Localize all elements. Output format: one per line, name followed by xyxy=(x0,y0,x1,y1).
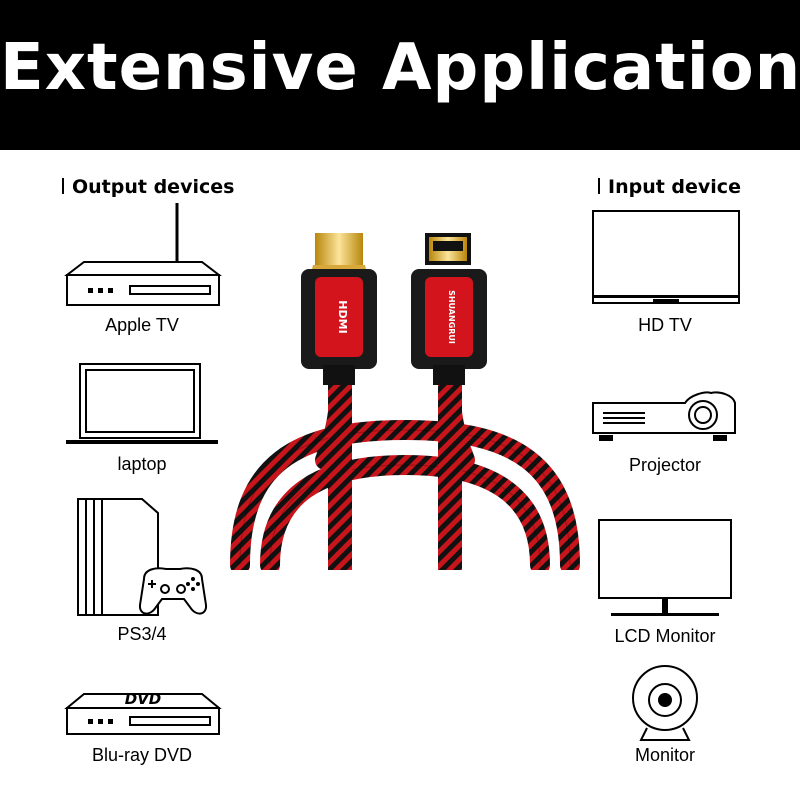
cable-loop-inner xyxy=(260,454,550,570)
dvd-player-icon: DVD xyxy=(64,690,222,735)
tv-icon xyxy=(592,210,740,304)
lcd-monitor-icon xyxy=(598,519,732,616)
webcam-icon xyxy=(632,665,698,741)
input-device-heading-text: Input device xyxy=(608,176,741,198)
device-ps: PS3/4 xyxy=(62,495,222,645)
device-label: Monitor xyxy=(634,745,696,765)
output-devices-heading: Output devices xyxy=(62,175,234,199)
device-label: HD TV xyxy=(638,315,692,335)
left-hdmi-connector: HDMI xyxy=(301,233,377,385)
device-label: Blu-ray DVD xyxy=(91,745,193,765)
left-plug-text: HDMI xyxy=(336,300,349,333)
device-label: Projector xyxy=(628,455,702,475)
device-laptop: laptop xyxy=(62,360,222,480)
game-console-icon xyxy=(77,498,208,616)
output-devices-heading-text: Output devices xyxy=(72,176,235,198)
projector-icon xyxy=(592,391,736,441)
device-bluray-dvd: DVD Blu-ray DVD xyxy=(62,682,222,772)
device-label: laptop xyxy=(117,454,167,474)
device-projector: Projector xyxy=(585,385,745,485)
device-label: LCD Monitor xyxy=(614,626,716,646)
apple-tv-icon xyxy=(64,203,222,306)
cable-strand-left xyxy=(328,370,352,570)
right-plug-text: SHUANGRUI xyxy=(447,290,456,344)
cable-loop-outer xyxy=(230,419,580,570)
page-title: Extensive Application xyxy=(0,31,800,105)
right-hdmi-connector: SHUANGRUI xyxy=(411,233,487,385)
device-lcd-monitor: LCD Monitor xyxy=(585,512,745,652)
device-label: PS3/4 xyxy=(117,624,167,644)
device-apple-tv: Apple TV xyxy=(62,200,222,340)
device-monitor: Monitor xyxy=(585,660,745,770)
dvd-badge: DVD xyxy=(125,690,162,708)
input-device-heading: Input device xyxy=(598,175,741,199)
heading-bar xyxy=(62,178,64,194)
header-banner: Extensive Application xyxy=(0,0,800,150)
cable-strand-right xyxy=(438,370,462,570)
device-label: Apple TV xyxy=(105,315,179,335)
hdmi-cable-icon: HDMI SHUANGRUI xyxy=(230,233,580,570)
heading-bar xyxy=(598,178,600,194)
laptop-icon xyxy=(66,363,218,444)
device-hd-tv: HD TV xyxy=(585,205,745,340)
